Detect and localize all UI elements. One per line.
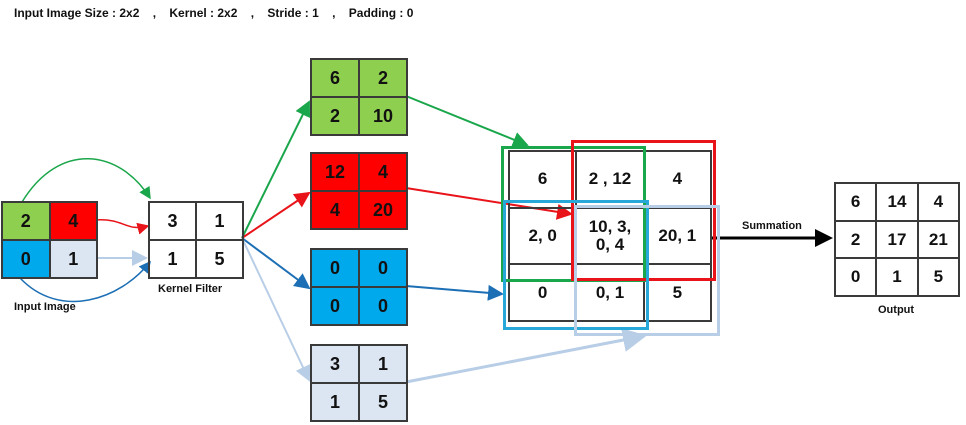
overlap-grid: 6 2 , 12 4 2, 0 10, 3, 0, 4 20, 1 0 0, 1…	[508, 150, 712, 322]
product-grid-red: 12 4 4 20	[310, 152, 408, 230]
product-cell: 4	[311, 191, 359, 229]
arrow-red-input	[94, 219, 150, 235]
frame-lightblue	[574, 205, 720, 336]
arrow-red-overlap	[405, 187, 573, 220]
output-cell: 14	[876, 183, 918, 221]
kernel-cell: 5	[196, 240, 243, 278]
kernel-filter-label: Kernel Filter	[158, 283, 223, 295]
arrow-kernel-lightblue	[241, 237, 311, 382]
product-cell: 20	[359, 191, 407, 229]
arrow-kernel-green	[241, 100, 310, 239]
input-cell: 1	[49, 240, 97, 278]
input-cell: 4	[49, 202, 97, 240]
overlap-cell: 6	[509, 151, 577, 208]
arrow-blue-overlap	[405, 284, 504, 301]
arrow-blue-input	[19, 260, 151, 303]
header-caption: Input Image Size : 2x2 , Kernel : 2x2 , …	[14, 6, 414, 20]
output-cell: 5	[917, 258, 959, 296]
product-grid-blue: 0 0 0 0	[310, 248, 408, 326]
product-cell: 0	[311, 287, 359, 325]
product-cell: 0	[359, 249, 407, 287]
summation-label: Summation	[742, 220, 802, 232]
frame-red	[571, 140, 716, 281]
output-cell: 0	[835, 258, 877, 296]
output-cell: 1	[876, 258, 918, 296]
product-cell: 6	[311, 59, 359, 97]
arrow-green-input	[21, 158, 151, 203]
kernel-cell: 1	[196, 202, 243, 240]
product-cell: 12	[311, 153, 359, 191]
product-cell: 3	[311, 345, 359, 383]
product-cell: 4	[359, 153, 407, 191]
product-cell: 0	[311, 249, 359, 287]
arrow-kernel-blue	[241, 237, 311, 290]
kernel-filter-grid: 3 1 1 5	[148, 201, 244, 279]
product-grid-lightblue: 3 1 1 5	[310, 344, 408, 422]
product-cell: 5	[359, 383, 407, 421]
arrow-lightblue-overlap	[405, 328, 647, 384]
output-grid: 6 14 4 2 17 21 0 1 5	[834, 182, 960, 297]
kernel-cell: 3	[149, 202, 196, 240]
output-label: Output	[878, 304, 915, 316]
product-grid-green: 6 2 2 10	[310, 58, 408, 136]
arrow-kernel-red	[241, 191, 311, 239]
output-cell: 17	[876, 220, 918, 259]
overlap-cell: 5	[643, 264, 711, 321]
product-cell: 0	[359, 287, 407, 325]
output-cell: 21	[917, 220, 959, 259]
product-cell: 1	[359, 345, 407, 383]
product-cell: 1	[311, 383, 359, 421]
input-image-grid: 2 4 0 1	[1, 201, 98, 279]
input-cell: 0	[2, 240, 50, 278]
arrow-green-overlap	[405, 95, 529, 148]
input-cell: 2	[2, 202, 50, 240]
output-cell: 6	[835, 183, 877, 221]
output-cell: 2	[835, 220, 877, 259]
product-cell: 2	[311, 97, 359, 135]
product-cell: 2	[359, 59, 407, 97]
kernel-cell: 1	[149, 240, 196, 278]
output-cell: 4	[917, 183, 959, 221]
product-cell: 10	[359, 97, 407, 135]
input-image-label: Input Image	[14, 301, 76, 313]
